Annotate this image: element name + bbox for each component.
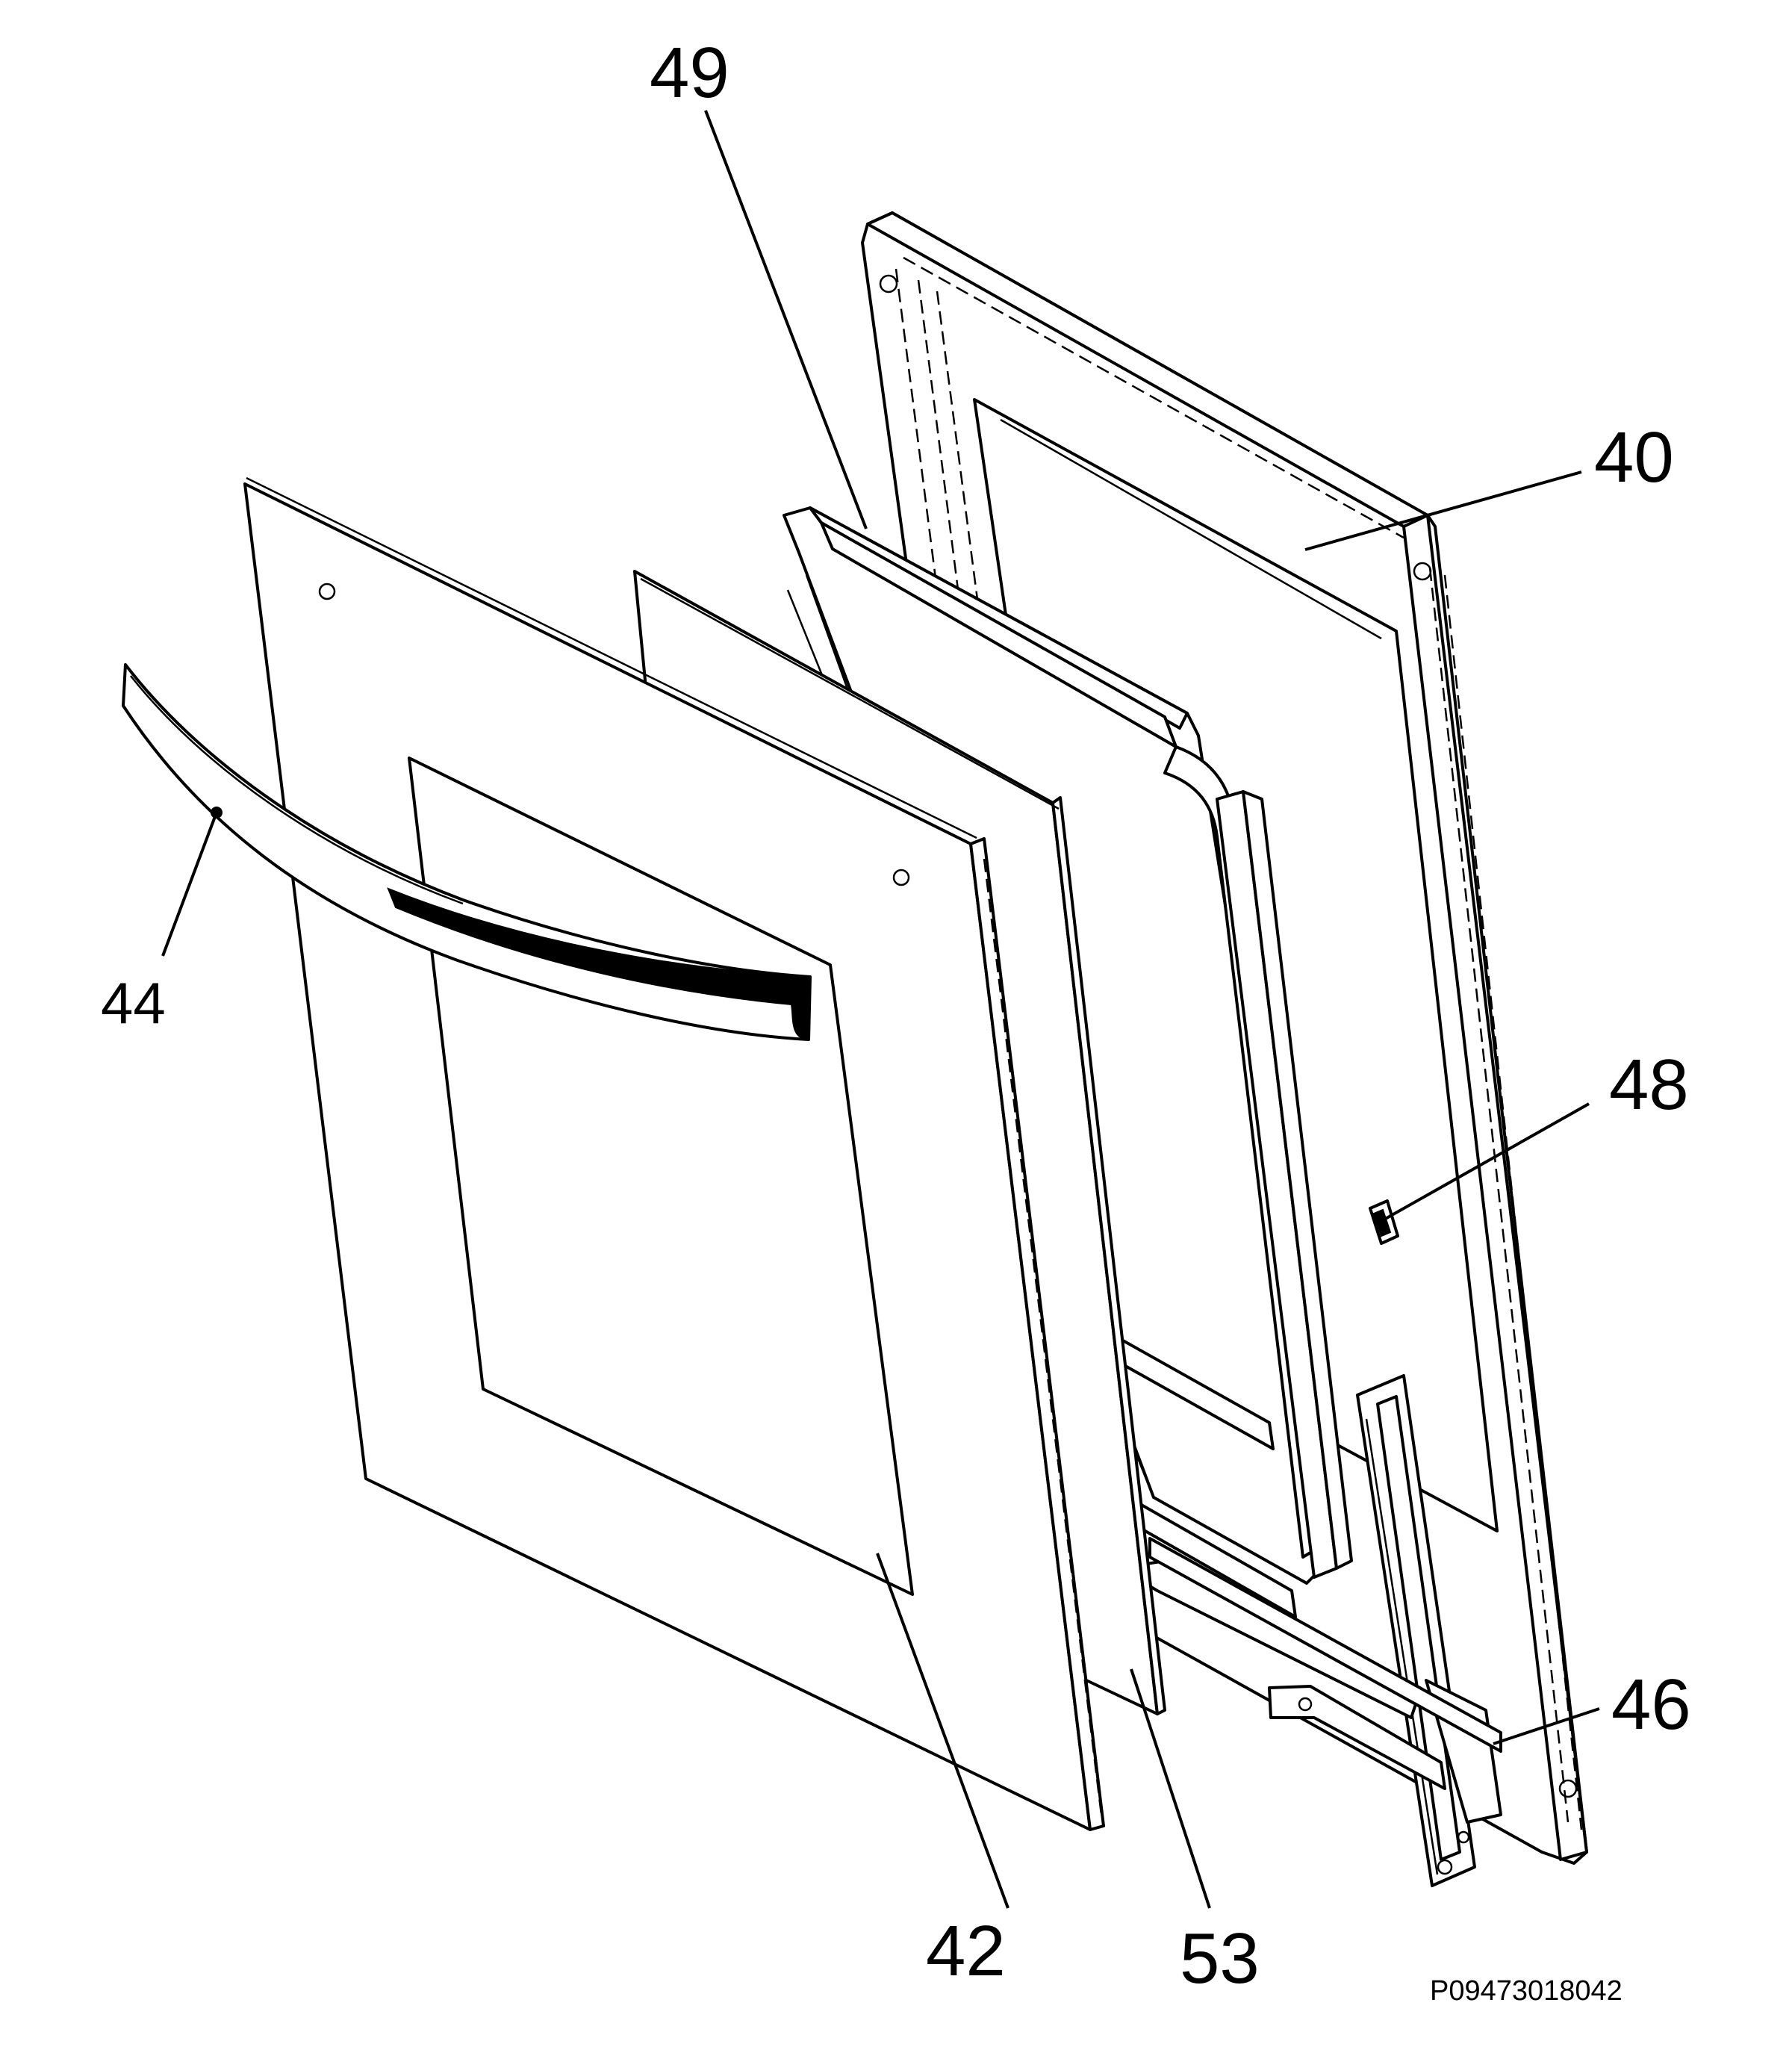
frame-clip: [1369, 1199, 1399, 1245]
leader-42: [876, 1553, 1009, 1909]
door-handle: [122, 663, 812, 1041]
callout-53: 53: [1180, 1919, 1260, 1998]
leader-53: [1130, 1668, 1211, 1909]
leader-48: [1381, 1102, 1590, 1223]
callout-46: 46: [1611, 1665, 1691, 1745]
door-hinge: [1268, 1374, 1502, 1887]
leader-44: [161, 812, 218, 957]
callout-42: 42: [926, 1911, 1006, 1991]
callout-labels: 49 40 44 48 46 42 53: [101, 33, 1691, 1998]
leader-46: [1493, 1707, 1600, 1745]
drawing-code: P09473018042: [1430, 1975, 1623, 2007]
callout-40: 40: [1594, 417, 1674, 497]
callout-44: 44: [101, 970, 166, 1036]
callout-49: 49: [650, 33, 729, 113]
callout-48: 48: [1609, 1045, 1689, 1125]
leader-49: [704, 110, 868, 529]
outer-door-glass: [243, 476, 1105, 1831]
leader-lines: [161, 110, 1600, 1909]
leader-40: [1304, 470, 1582, 551]
